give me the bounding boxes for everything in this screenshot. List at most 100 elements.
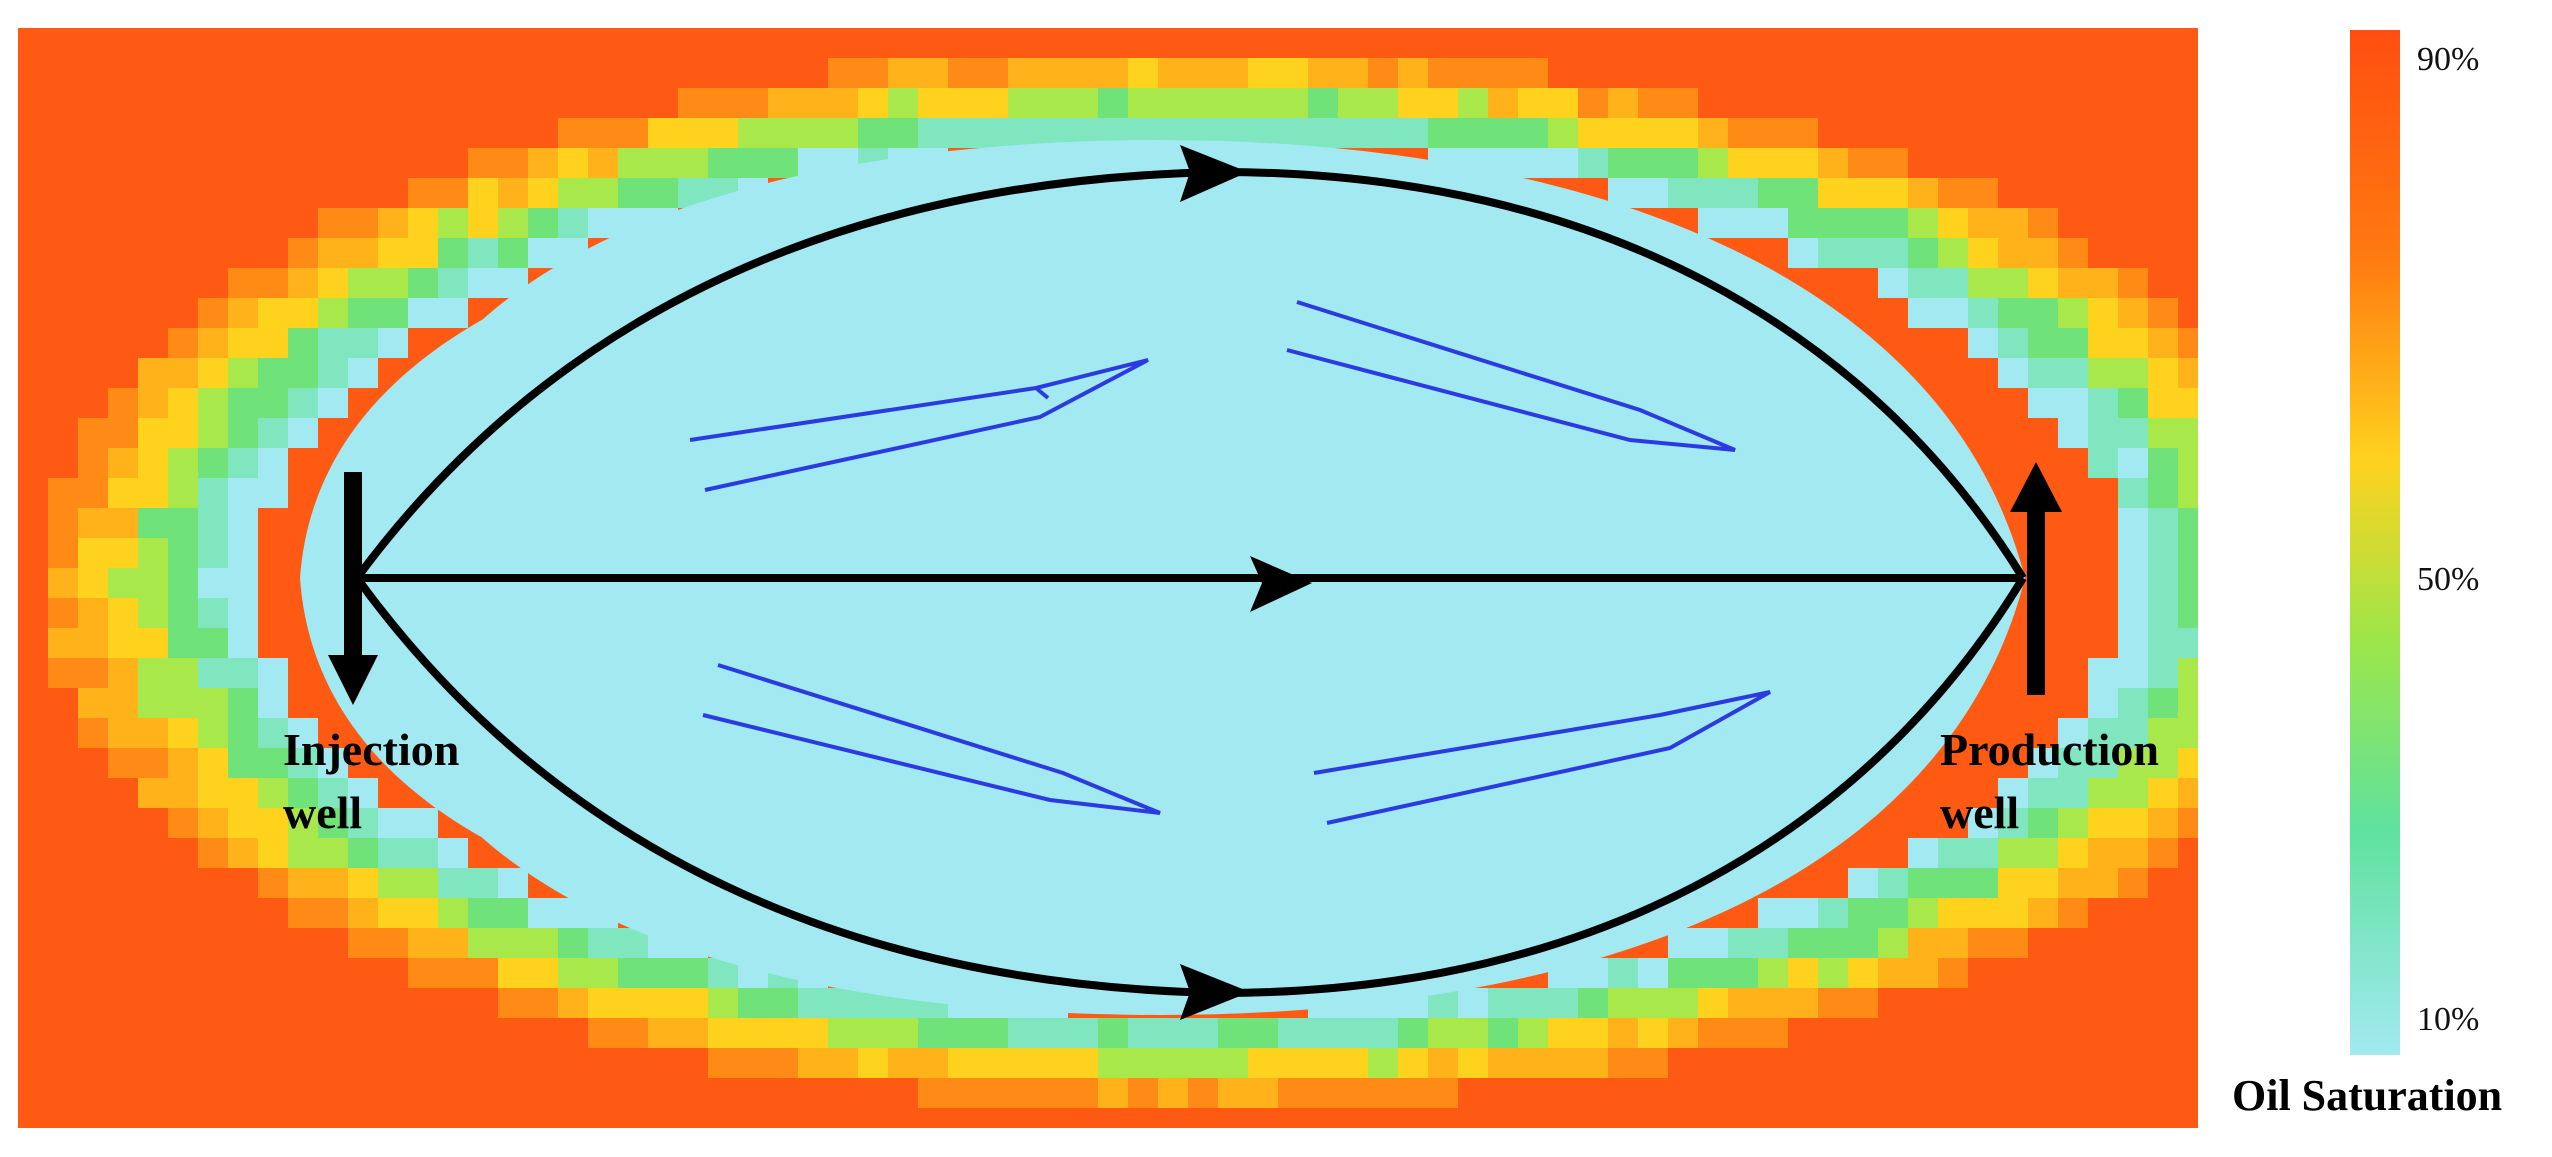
- saturation-cell: [108, 658, 138, 688]
- saturation-cell: [2118, 328, 2148, 358]
- saturation-cell: [258, 838, 288, 868]
- saturation-cell: [2178, 358, 2198, 388]
- saturation-cell: [198, 508, 228, 538]
- saturation-cell: [1758, 898, 1788, 928]
- saturation-cell: [1698, 988, 1728, 1018]
- saturation-cell: [1908, 298, 1938, 328]
- saturation-cell: [1248, 58, 1278, 88]
- saturation-gradient-ring: [48, 58, 2198, 1108]
- saturation-cell: [468, 268, 498, 298]
- saturation-cell: [618, 958, 648, 988]
- saturation-cell: [1848, 178, 1878, 208]
- saturation-cell: [228, 478, 258, 508]
- saturation-cell: [2118, 568, 2148, 598]
- saturation-cell: [2148, 688, 2178, 718]
- saturation-cell: [918, 1018, 948, 1048]
- saturation-cell: [378, 298, 408, 328]
- saturation-cell: [288, 298, 318, 328]
- saturation-cell: [888, 118, 918, 148]
- saturation-cell: [168, 658, 198, 688]
- saturation-cell: [948, 1018, 978, 1048]
- saturation-cell: [2058, 898, 2088, 928]
- saturation-cell: [768, 118, 798, 148]
- saturation-cell: [1758, 148, 1788, 178]
- saturation-cell: [168, 328, 198, 358]
- saturation-cell: [1788, 118, 1818, 148]
- saturation-cell: [108, 388, 138, 418]
- saturation-cell: [2028, 778, 2058, 808]
- saturation-cell: [1218, 1018, 1248, 1048]
- flow-arrow-lower-right-icon: [1313, 690, 1771, 825]
- saturation-cell: [1968, 868, 1998, 898]
- saturation-cell: [1428, 88, 1458, 118]
- saturation-cell: [1338, 58, 1368, 88]
- saturation-cell: [2088, 718, 2118, 748]
- saturation-cell: [858, 1018, 888, 1048]
- saturation-cell: [528, 898, 558, 928]
- saturation-cell: [348, 898, 378, 928]
- saturation-cell: [2028, 808, 2058, 838]
- saturation-cell: [138, 418, 168, 448]
- saturation-cell: [2178, 598, 2198, 628]
- saturation-cell: [558, 178, 588, 208]
- saturation-cell: [288, 268, 318, 298]
- saturation-cell: [1608, 988, 1638, 1018]
- saturation-cell: [1938, 238, 1968, 268]
- saturation-cell: [78, 658, 108, 688]
- saturation-cell: [1128, 88, 1158, 118]
- saturation-cell: [828, 1048, 858, 1078]
- saturation-cell: [348, 838, 378, 868]
- saturation-cell: [1218, 1078, 1248, 1108]
- saturation-cell: [1638, 988, 1668, 1018]
- saturation-cell: [918, 1078, 948, 1108]
- saturation-cell: [138, 538, 168, 568]
- saturation-cell: [348, 868, 378, 898]
- saturation-cell: [1218, 58, 1248, 88]
- saturation-cell: [1968, 928, 1998, 958]
- saturation-cell: [258, 268, 288, 298]
- saturation-cell: [228, 628, 258, 658]
- colorbar-tick-50: 50%: [2417, 561, 2479, 598]
- saturation-cell: [228, 688, 258, 718]
- saturation-cell: [1788, 178, 1818, 208]
- saturation-cell: [288, 358, 318, 388]
- saturation-cell: [2178, 778, 2198, 808]
- saturation-cell: [2088, 388, 2118, 418]
- saturation-cell: [1998, 358, 2028, 388]
- saturation-cell: [2178, 478, 2198, 508]
- saturation-cell: [1128, 58, 1158, 88]
- saturation-cell: [1878, 868, 1908, 898]
- saturation-cell: [1458, 1048, 1488, 1078]
- saturation-cell: [1518, 988, 1548, 1018]
- saturation-cell: [138, 658, 168, 688]
- saturation-cell: [2178, 538, 2198, 568]
- saturation-cell: [408, 298, 438, 328]
- saturation-cell: [1098, 1078, 1128, 1108]
- colorbar-tick-10: 10%: [2417, 1001, 2479, 1038]
- saturation-cell: [1908, 178, 1938, 208]
- saturation-cell: [528, 988, 558, 1018]
- saturation-cell: [48, 658, 78, 688]
- saturation-cell: [408, 868, 438, 898]
- saturation-cell: [2028, 388, 2058, 418]
- saturation-cell: [798, 988, 828, 1018]
- saturation-cell: [78, 478, 108, 508]
- saturation-cell: [1398, 1078, 1428, 1108]
- saturation-cell: [2148, 598, 2178, 628]
- saturation-cell: [1008, 118, 1038, 148]
- saturation-cell: [1548, 148, 1578, 178]
- saturation-cell: [288, 778, 318, 808]
- saturation-cell: [558, 118, 588, 148]
- saturation-cell: [348, 208, 378, 238]
- saturation-cell: [2118, 658, 2148, 688]
- saturation-cell: [618, 118, 648, 148]
- middle-arrowhead-icon: [1250, 556, 1312, 612]
- saturation-cell: [2178, 568, 2198, 598]
- saturation-cell: [1398, 88, 1428, 118]
- saturation-cell: [318, 268, 348, 298]
- saturation-cell: [708, 988, 738, 1018]
- saturation-cell: [2028, 358, 2058, 388]
- saturation-cell: [1338, 118, 1368, 148]
- saturation-cell: [468, 868, 498, 898]
- saturation-cell: [588, 118, 618, 148]
